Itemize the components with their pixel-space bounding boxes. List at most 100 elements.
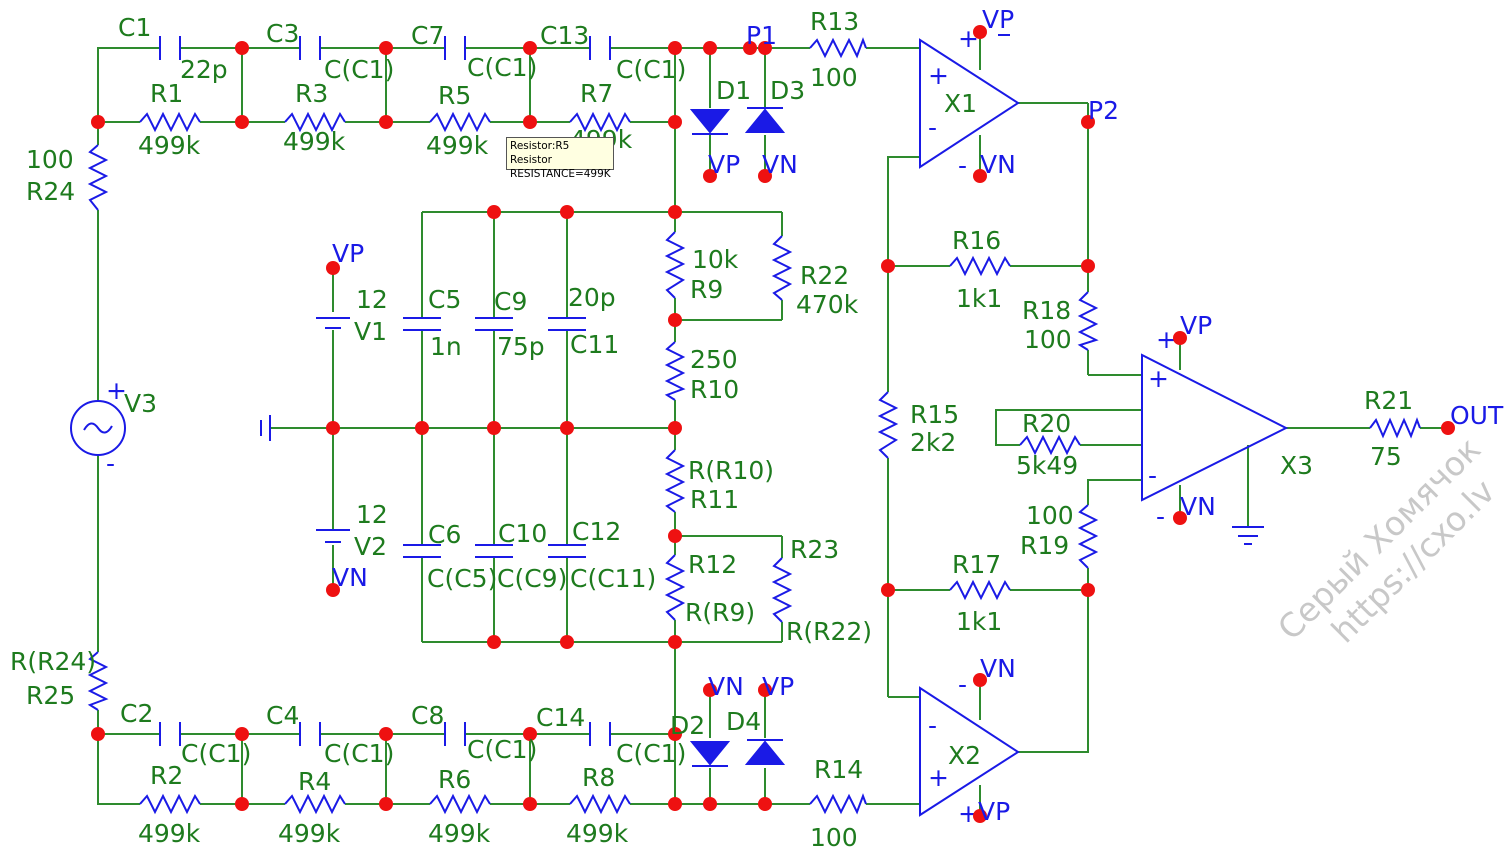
r12-name: R12	[688, 550, 737, 579]
diodes	[689, 107, 786, 767]
d1-name: D1	[716, 76, 751, 105]
c5-value: 1n	[430, 332, 462, 361]
c4-name: C4	[266, 701, 299, 730]
v1-value: 12	[356, 285, 388, 314]
r24-name: R24	[26, 177, 75, 206]
r10-name: R10	[690, 375, 739, 404]
c12-value: C(C11)	[570, 564, 656, 593]
d3-name: D3	[770, 76, 805, 105]
c11-value: 20p	[568, 283, 616, 312]
opamp-pins: + - + - - + - + + - + - + -	[106, 24, 1177, 828]
r15-name: R15	[910, 400, 959, 429]
r12-value: R(R9)	[685, 598, 755, 627]
r17-value: 1k1	[956, 607, 1002, 636]
r25-value: R(R24)	[10, 647, 96, 676]
c2-name: C2	[120, 699, 153, 728]
r24-value: 100	[26, 145, 74, 174]
v3-minus: -	[106, 449, 115, 478]
c10-value: C(C9)	[497, 564, 567, 593]
c12-name: C12	[572, 517, 621, 546]
c9-name: C9	[494, 287, 527, 316]
c9-value: 75p	[497, 332, 545, 361]
r17-name: R17	[952, 550, 1001, 579]
x3-plus: +	[1148, 364, 1169, 393]
c13-value: C(C1)	[616, 55, 686, 84]
v3-name: V3	[124, 389, 157, 418]
r6-name: R6	[438, 765, 471, 794]
r11-name: R11	[690, 485, 739, 514]
r25-name: R25	[26, 681, 75, 710]
r21-value: 75	[1370, 442, 1402, 471]
ground-symbols	[260, 415, 1264, 545]
capacitors	[159, 36, 611, 746]
c14-name: C14	[536, 703, 585, 732]
r4-name: R4	[298, 767, 331, 796]
r16-value: 1k1	[956, 284, 1002, 313]
r19-name: R19	[1020, 531, 1069, 560]
r3-name: R3	[295, 79, 328, 108]
r23-value: R(R22)	[786, 617, 872, 646]
x3-name: X3	[1280, 451, 1313, 480]
x2-name: X2	[948, 741, 981, 770]
net-x3-vn: VN	[1180, 492, 1216, 521]
r5-name: R5	[438, 81, 471, 110]
r2-name: R2	[150, 761, 183, 790]
r18-name: R18	[1022, 296, 1071, 325]
r16-name: R16	[952, 226, 1001, 255]
v2-name: V2	[354, 532, 387, 561]
c11-name: C11	[570, 330, 619, 359]
c1-value: 22p	[180, 55, 228, 84]
x1-name: X1	[944, 89, 977, 118]
c8-name: C8	[411, 701, 444, 730]
net-x3-vp: VP	[1180, 311, 1212, 340]
r19-value: 100	[1026, 501, 1074, 530]
c2-value: C(C1)	[181, 739, 251, 768]
d4-name: D4	[726, 707, 761, 736]
c3-value: C(C1)	[324, 55, 394, 84]
c14-value: C(C1)	[616, 739, 686, 768]
c3-name: C3	[266, 19, 299, 48]
net-d2-vn: VN	[708, 672, 744, 701]
c6-value: C(C5)	[427, 564, 497, 593]
r7-name: R7	[580, 79, 613, 108]
nodes	[91, 25, 1455, 823]
net-x1-vp: VP	[982, 5, 1014, 34]
r11-value: R(R10)	[688, 456, 774, 485]
resistor-tooltip: Resistor:R5 Resistor RESISTANCE=499K	[506, 137, 614, 180]
c13-name: C13	[540, 21, 589, 50]
r9-value: 10k	[692, 245, 739, 274]
x2-minus: -	[928, 711, 937, 740]
component-labels: C1 22p C3 C(C1) C7 C(C1) C13 C(C1) R1 49…	[10, 7, 1413, 852]
net-v1-vp: VP	[332, 239, 364, 268]
x1-minus: -	[928, 113, 937, 142]
r5-value: 499k	[426, 131, 489, 160]
net-x1-vn: VN	[980, 150, 1016, 179]
r2-value: 499k	[138, 819, 201, 848]
x1-vn-minus: -	[958, 151, 967, 180]
r22-name: R22	[800, 261, 849, 290]
x2-vn-minus: -	[958, 670, 967, 699]
c6-name: C6	[428, 520, 461, 549]
r3-value: 499k	[283, 127, 346, 156]
x3-vp-plus: +	[1156, 325, 1177, 354]
opamps	[919, 34, 1289, 817]
net-x2-vp: VP	[978, 797, 1010, 826]
r8-value: 499k	[566, 819, 629, 848]
r18-value: 100	[1024, 325, 1072, 354]
c7-value: C(C1)	[467, 53, 537, 82]
d2-name: D2	[670, 711, 705, 740]
c7-name: C7	[411, 21, 444, 50]
net-labels: P1 P2 VP VN VP VN VP VN VP VN OUT VN VP …	[332, 5, 1504, 826]
net-v2-vn: VN	[332, 563, 368, 592]
x1-plus: +	[928, 61, 949, 90]
r14-value: 100	[810, 823, 858, 852]
r10-value: 250	[690, 345, 738, 374]
r1-value: 499k	[138, 131, 201, 160]
resistors	[87, 37, 1421, 815]
net-d3-vn: VN	[762, 150, 798, 179]
batteries	[316, 317, 350, 543]
source-v3	[70, 400, 126, 456]
r22-value: 470k	[796, 290, 859, 319]
net-d1-vp: VP	[708, 150, 740, 179]
